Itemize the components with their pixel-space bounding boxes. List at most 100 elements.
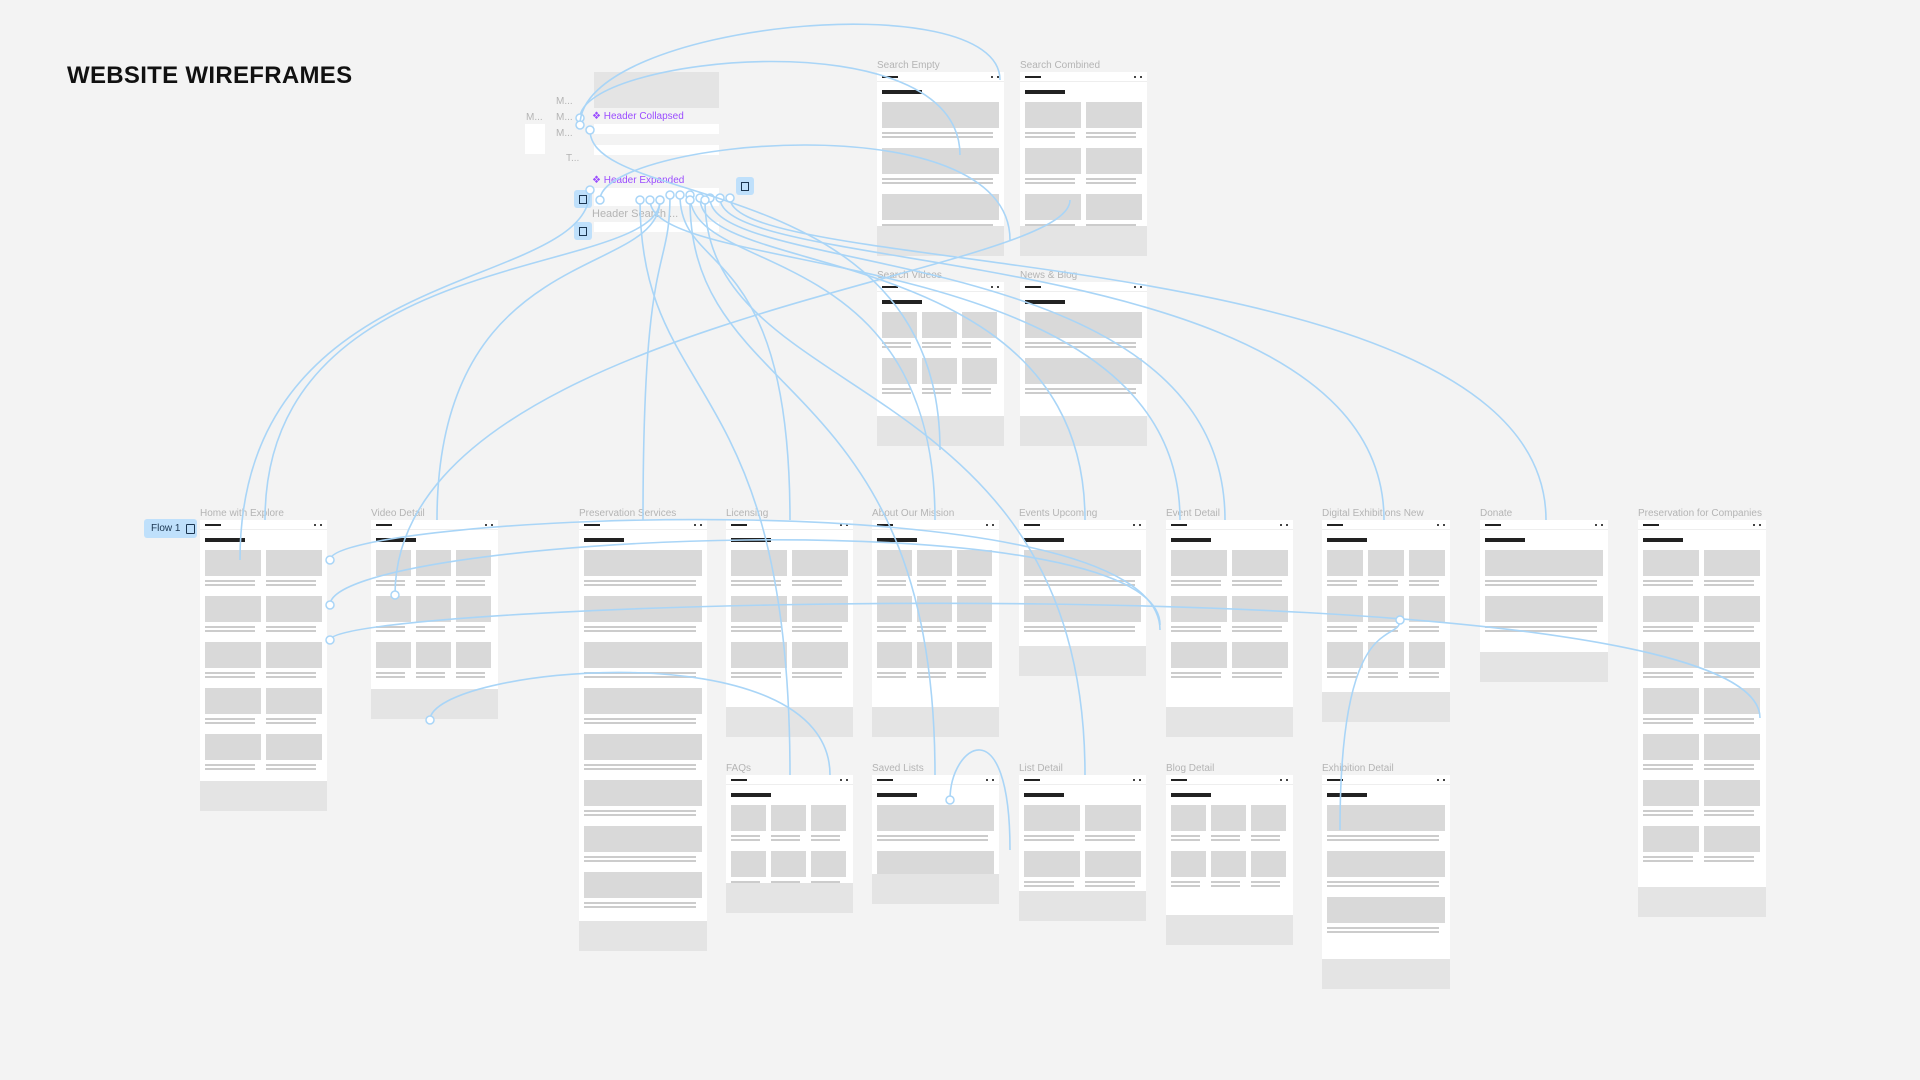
image-placeholder <box>416 550 451 576</box>
wireframe-frame[interactable] <box>872 775 999 904</box>
wireframe-frame[interactable] <box>579 520 707 951</box>
text-line <box>1643 672 1693 674</box>
text-line <box>1409 584 1439 586</box>
text-line <box>1409 626 1439 628</box>
text-line <box>205 718 255 720</box>
logo <box>877 523 893 526</box>
connector-handle <box>575 113 585 123</box>
frame-footer <box>1322 959 1450 989</box>
text-line <box>957 630 986 632</box>
text-line <box>1704 814 1754 816</box>
text-line <box>1643 630 1693 632</box>
wireframe-frame[interactable] <box>1480 520 1608 682</box>
wireframe-frame[interactable] <box>1019 520 1146 676</box>
header-search[interactable] <box>594 222 719 232</box>
image-placeholder <box>1024 550 1141 576</box>
search-menu-icon <box>986 778 994 781</box>
frame-header <box>872 520 999 530</box>
frame-heading <box>1025 90 1065 94</box>
text-line <box>456 626 485 628</box>
image-placeholder <box>1232 596 1288 622</box>
wireframe-frame[interactable] <box>1166 520 1293 737</box>
connector-handle <box>585 125 595 135</box>
frame-label: Digital Exhibitions New <box>1322 508 1424 519</box>
wireframe-frame[interactable] <box>1019 775 1146 921</box>
image-placeholder <box>1025 358 1142 384</box>
frame-footer <box>1480 652 1608 682</box>
text-line <box>882 342 911 344</box>
prototype-node-icon[interactable] <box>574 222 592 240</box>
wireframe-frame[interactable] <box>1166 775 1293 945</box>
image-placeholder <box>416 642 451 668</box>
text-line <box>584 580 696 582</box>
text-line <box>1086 132 1136 134</box>
header-expanded[interactable] <box>594 188 719 206</box>
image-placeholder <box>1704 780 1760 806</box>
text-line <box>416 584 445 586</box>
footer-component[interactable] <box>594 72 719 108</box>
image-placeholder <box>1327 805 1445 831</box>
wireframe-frame[interactable] <box>1020 72 1147 256</box>
text-line <box>1485 580 1597 582</box>
prototype-node-icon[interactable] <box>574 190 592 208</box>
text-line <box>962 392 991 394</box>
wireframe-frame[interactable] <box>726 775 853 913</box>
text-line <box>1025 136 1075 138</box>
wireframe-frame[interactable] <box>872 520 999 737</box>
frame-header <box>1322 520 1450 530</box>
text-line <box>917 672 946 674</box>
wireframe-frame[interactable] <box>726 520 853 737</box>
close-overlay-icon[interactable] <box>736 177 754 195</box>
image-placeholder <box>266 596 322 622</box>
header-collapsed-label: ❖ Header Collapsed <box>592 111 684 122</box>
search-menu-icon <box>1280 778 1288 781</box>
frame-label: Search Combined <box>1020 60 1101 71</box>
flow-start-badge[interactable]: Flow 1 <box>144 519 197 538</box>
frame-label: Preservation Services <box>579 508 677 519</box>
wireframe-frame[interactable] <box>1322 775 1450 989</box>
wireframe-frame[interactable] <box>1020 282 1147 446</box>
frame-footer <box>200 781 327 811</box>
header-collapsed-nav[interactable] <box>594 145 719 155</box>
text-line <box>1409 676 1439 678</box>
text-line <box>882 136 993 138</box>
wireframe-frame[interactable] <box>877 282 1004 446</box>
frame-header <box>200 520 327 530</box>
frame-footer <box>371 689 498 719</box>
wireframe-frame[interactable] <box>1638 520 1766 917</box>
connector-line <box>642 194 671 521</box>
frame-label: Home with Explore <box>200 508 284 519</box>
wireframe-frame[interactable] <box>877 72 1004 256</box>
header-collapsed[interactable] <box>594 124 719 134</box>
image-placeholder <box>1409 596 1445 622</box>
logo <box>1025 285 1041 288</box>
image-placeholder <box>584 550 702 576</box>
frame-header <box>872 775 999 785</box>
frame-header <box>1166 775 1293 785</box>
frame-label: Exhibition Detail <box>1322 763 1394 774</box>
connector-handle <box>325 635 335 645</box>
text-line <box>1368 630 1398 632</box>
image-placeholder <box>1171 805 1206 831</box>
search-menu-icon <box>986 523 994 526</box>
frame-heading <box>1171 793 1211 797</box>
image-placeholder <box>584 780 702 806</box>
wireframe-frame[interactable] <box>200 520 327 811</box>
image-placeholder <box>1643 826 1699 852</box>
image-placeholder <box>1025 102 1081 128</box>
frame-footer <box>726 883 853 913</box>
menu-dropdown[interactable] <box>525 124 545 154</box>
frame-footer <box>1638 887 1766 917</box>
image-placeholder <box>1327 550 1363 576</box>
image-placeholder <box>1025 312 1142 338</box>
image-placeholder <box>456 550 491 576</box>
text-line <box>205 764 255 766</box>
image-placeholder <box>376 642 411 668</box>
text-line <box>1704 718 1754 720</box>
image-placeholder <box>584 596 702 622</box>
image-placeholder <box>584 826 702 852</box>
text-line <box>731 672 781 674</box>
wireframe-frame[interactable] <box>371 520 498 719</box>
wireframe-frame[interactable] <box>1322 520 1450 722</box>
frame-footer <box>1019 646 1146 676</box>
